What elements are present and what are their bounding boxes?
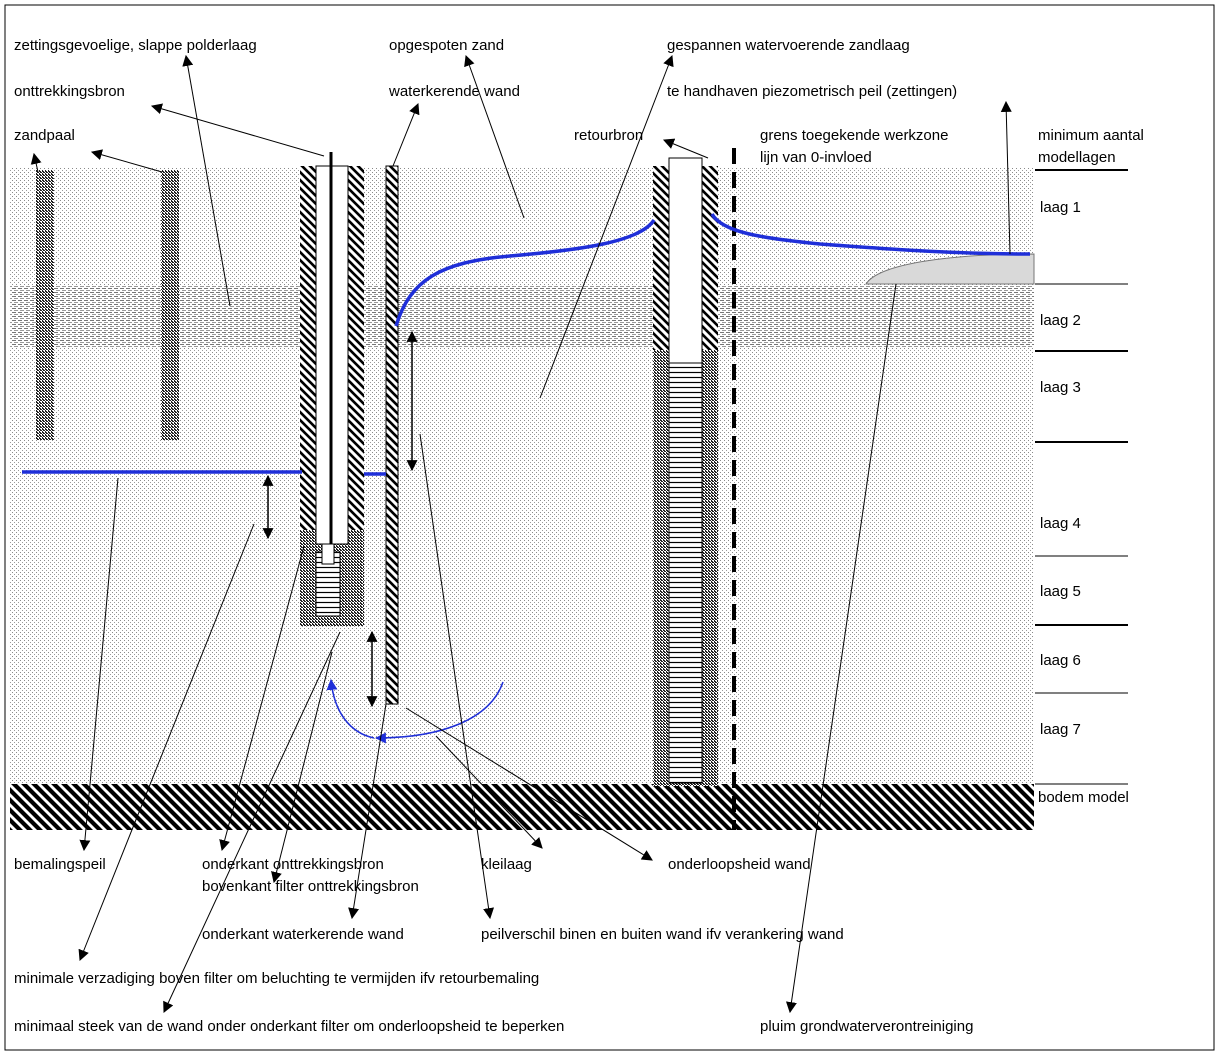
model-bottom <box>10 784 1034 830</box>
label-onderloopsheid-wand: onderloopsheid wand <box>668 856 811 873</box>
label-retourbron: retourbron <box>574 127 643 144</box>
clay-layer <box>10 286 1034 348</box>
label-minimale-verzadiging: minimale verzadiging boven filter om bel… <box>14 970 539 987</box>
layer-label-bodem: bodem model <box>1038 789 1129 806</box>
retaining-wall <box>385 165 399 705</box>
sand-pile-2 <box>161 170 179 440</box>
leader-lines <box>30 54 1012 1014</box>
underflow-arrow <box>374 681 504 744</box>
layer-label-2: laag 2 <box>1040 312 1081 329</box>
label-minimaal-steek: minimaal steek van de wand onder onderka… <box>14 1018 564 1035</box>
return-mound-curve <box>710 213 1031 256</box>
label-minimum-aantal: minimum aantal <box>1038 127 1144 144</box>
label-grens-werkzone: grens toegekende werkzone <box>760 127 948 144</box>
layer-label-5: laag 5 <box>1040 583 1081 600</box>
layer-label-7: laag 7 <box>1040 721 1081 738</box>
layer-label-4: laag 4 <box>1040 515 1081 532</box>
label-bemalingspeil: bemalingspeil <box>14 856 106 873</box>
label-opgespoten-zand: opgespoten zand <box>389 37 504 54</box>
extraction-well-gravel-right <box>348 166 364 536</box>
label-onttrekkingsbron: onttrekkingsbron <box>14 83 125 100</box>
label-onderkant-onttrekkingsbron: onderkant onttrekkingsbron <box>202 856 384 873</box>
underflow-arrow-left <box>326 678 375 739</box>
label-piezometrisch-peil: te handhaven piezometrisch peil (zetting… <box>667 83 957 100</box>
drawdown-curve <box>394 218 656 327</box>
label-modellagen: modellagen <box>1038 149 1116 166</box>
label-zandpaal: zandpaal <box>14 127 75 144</box>
confined-sand-layer <box>10 348 1034 784</box>
extraction-well-gravel-left <box>300 166 316 536</box>
label-onderkant-waterkerende-wand: onderkant waterkerende wand <box>202 926 404 943</box>
return-well-casing <box>668 157 703 364</box>
label-kleilaag: kleilaag <box>481 856 532 873</box>
layer-label-6: laag 6 <box>1040 652 1081 669</box>
return-well-filter <box>668 362 703 784</box>
label-bovenkant-filter: bovenkant filter onttrekkingsbron <box>202 878 419 895</box>
label-lijn-0-invloed: lijn van 0-invloed <box>760 149 872 166</box>
labels: zettingsgevoelige, slappe polderlaag opg… <box>14 37 1144 1035</box>
layer-label-1: laag 1 <box>1040 199 1081 216</box>
extraction-well-pump <box>321 543 335 565</box>
label-waterkerende-wand: waterkerende wand <box>388 83 520 100</box>
layer-label-3: laag 3 <box>1040 379 1081 396</box>
label-polderlaag: zettingsgevoelige, slappe polderlaag <box>14 37 257 54</box>
sand-pile-1 <box>36 170 54 440</box>
sand-layer-top <box>10 168 1034 286</box>
pollution-plume <box>865 253 1035 285</box>
label-pluim: pluim grondwaterverontreiniging <box>760 1018 973 1035</box>
label-peilverschil: peilverschil binen en buiten wand ifv ve… <box>481 926 844 943</box>
layer-boundaries <box>1035 169 1128 785</box>
label-gespannen-zandlaag: gespannen watervoerende zandlaag <box>667 37 910 54</box>
